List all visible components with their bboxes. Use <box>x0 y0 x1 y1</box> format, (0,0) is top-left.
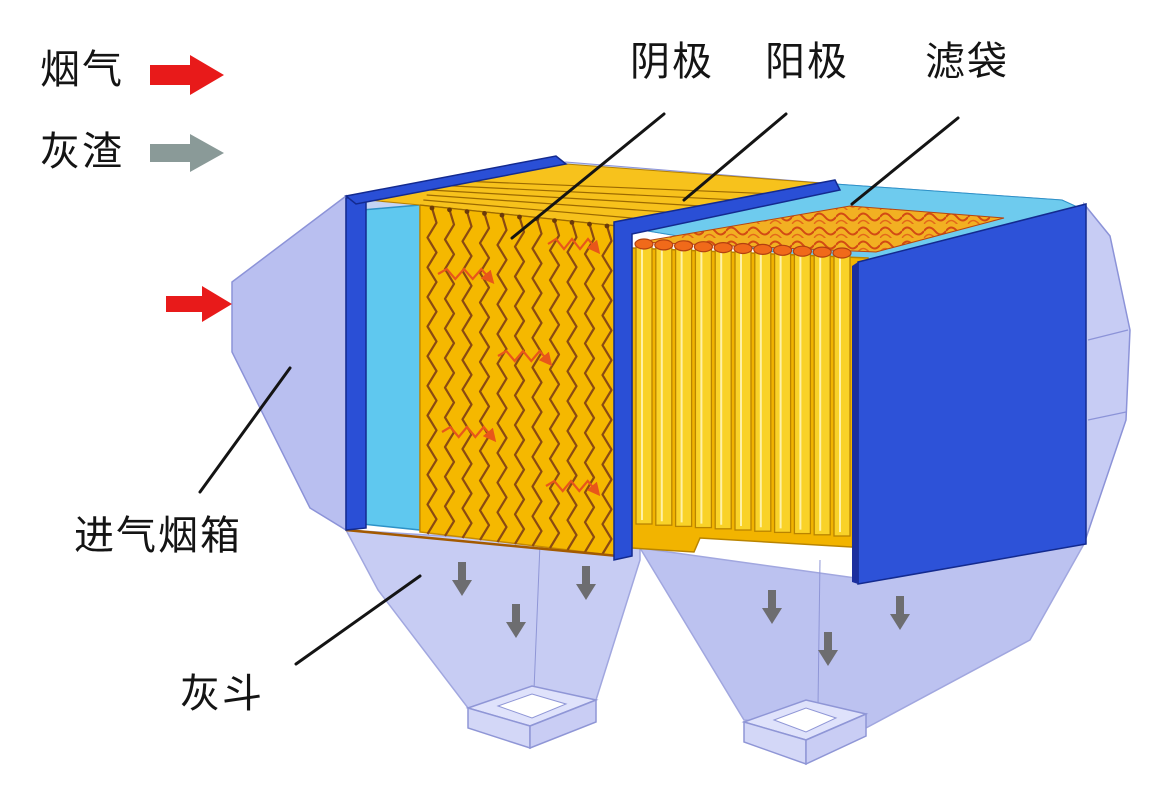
wire-hanger <box>517 214 522 220</box>
ash-fall-arrows <box>452 562 910 666</box>
cathode-label: 阴极 <box>630 39 714 85</box>
inlet-box-label: 进气烟箱 <box>74 513 242 559</box>
hopper-outlet-right <box>741 699 869 766</box>
gas-flow-wiggle <box>545 479 601 497</box>
top-rail <box>436 179 785 195</box>
anode-leader-line <box>682 112 788 202</box>
cathode-wire <box>583 223 596 553</box>
frames <box>344 155 1087 585</box>
cathode-wire <box>566 222 578 551</box>
ash-fall-arrow <box>890 596 910 630</box>
cathode-wire <box>443 209 456 537</box>
cathode-leader-line <box>510 112 666 240</box>
cathode-wire <box>601 225 613 555</box>
top-beam <box>344 155 568 205</box>
top-rail <box>429 189 719 208</box>
cyan-side-panel <box>361 204 421 531</box>
front-frame-left <box>345 195 367 531</box>
filter-bag-cap <box>634 238 654 250</box>
cathode-wire <box>548 220 561 549</box>
filter-bag-tube <box>773 249 792 534</box>
filter-bag-cap <box>812 246 832 258</box>
filter-bag-tube <box>674 245 693 528</box>
ash-fall-arrow <box>576 566 596 600</box>
filter-bag-cap <box>713 242 733 254</box>
filter-bag-cap <box>832 247 852 259</box>
filter-bag-tube <box>793 250 812 535</box>
filter-bag-cap <box>772 244 793 256</box>
front-frame-right <box>857 203 1087 585</box>
filter-bag-cap <box>654 239 674 251</box>
wire-hanger <box>604 223 610 229</box>
top-rail <box>433 184 752 202</box>
inlet-box-leader-line <box>198 366 292 494</box>
wire-hanger <box>569 220 575 225</box>
wire-hanger <box>482 211 487 216</box>
filter-bag-cap <box>792 245 813 257</box>
inlet-flue-gas-arrow <box>166 286 232 322</box>
wire-hanger <box>464 209 470 215</box>
filter-bag-section <box>617 183 1086 553</box>
wire-hanger <box>552 218 557 224</box>
gas-flow-wiggle <box>497 349 553 367</box>
leader-lines <box>198 112 960 666</box>
filter-bag-tube <box>813 251 831 536</box>
gas-flow-indicators <box>437 237 601 497</box>
filter-bag-cap <box>733 242 753 255</box>
ash-fall-arrow <box>818 632 838 666</box>
ash-hopper-leader-line <box>294 574 422 666</box>
cathode-wire <box>426 207 438 535</box>
filter-bag-cap <box>673 240 694 252</box>
wire-hanger <box>587 221 592 227</box>
wire-hanger <box>429 205 435 211</box>
middle-frame <box>613 179 842 561</box>
gas-flow-wiggle <box>547 237 601 255</box>
ash-hopper-left <box>344 529 641 709</box>
cathode-wires <box>426 205 613 555</box>
gas-flow-wiggle <box>441 425 497 443</box>
filter-bag-leader-line <box>850 116 960 206</box>
wire-hanger <box>447 207 452 213</box>
filter-bag-tube <box>714 246 732 530</box>
filter-bag-tube <box>754 248 772 532</box>
filter-bag-tube <box>655 244 673 526</box>
cathode-wire <box>461 211 473 539</box>
ash-hoppers <box>344 529 1086 766</box>
outlet-box <box>1083 201 1131 545</box>
hopper-outlet-left <box>465 685 599 750</box>
cathode-wire <box>496 214 508 543</box>
ash-legend-label: 灰渣 <box>40 129 124 175</box>
flue-gas-legend-label: 烟气 <box>40 47 124 93</box>
filter-bag-tube <box>694 246 713 529</box>
ash-fall-arrow <box>452 562 472 596</box>
flue-gas-legend-arrow <box>150 55 224 95</box>
filter-bag-tube <box>734 247 752 531</box>
cathode-wire <box>513 216 526 545</box>
filter-bag-cap <box>753 243 773 255</box>
inlet-box <box>231 194 347 532</box>
ash-fall-arrow <box>762 590 782 624</box>
filter-bag-tube <box>635 243 653 525</box>
wire-hanger <box>499 212 505 218</box>
cathode-wire <box>478 213 491 541</box>
gas-flow-wiggle <box>437 267 495 284</box>
cathode-wire <box>531 218 543 547</box>
filter-bags <box>634 238 852 537</box>
filter-bag-tube <box>833 252 851 537</box>
top-rail <box>423 199 652 221</box>
ash-legend-arrow <box>150 134 224 172</box>
ash-fall-arrow <box>506 604 526 638</box>
filter-bag-label: 滤袋 <box>925 39 1009 85</box>
anode-label: 阳极 <box>765 39 849 85</box>
filter-bag-cap <box>693 241 714 253</box>
ash-hopper-label: 灰斗 <box>180 671 264 717</box>
